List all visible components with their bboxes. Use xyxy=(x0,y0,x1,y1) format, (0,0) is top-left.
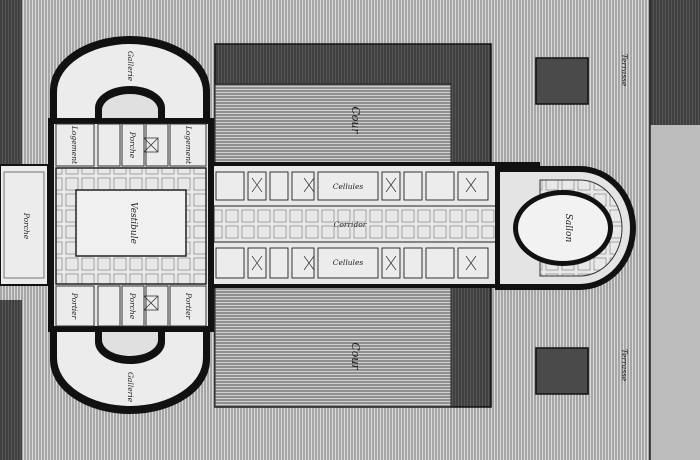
label-portier-right: Portier xyxy=(184,292,193,320)
main-block xyxy=(48,36,214,414)
label-gallerie-top: Gallerie xyxy=(126,51,135,82)
label-sallon: Sallon xyxy=(563,214,573,243)
label-corridor: Corridor xyxy=(334,220,367,229)
label-porche: Porche xyxy=(22,212,31,240)
courtyard-top xyxy=(214,43,492,167)
left-dark-strip xyxy=(0,0,22,165)
label-terrasse-top: Terrasse xyxy=(620,54,629,87)
left-dark-strip-bottom xyxy=(0,300,22,460)
label-gallerie-bottom: Gallerie xyxy=(126,372,135,403)
label-cour-top: Cour xyxy=(349,106,362,134)
label-terrasse-bottom: Terrasse xyxy=(620,349,629,382)
label-logement-right: Logement xyxy=(184,125,193,165)
salon-apse xyxy=(495,166,636,290)
label-logement-left: Logement xyxy=(70,125,79,165)
label-porche-bottom: Porche xyxy=(128,292,137,320)
label-cellules-top: Cellules xyxy=(333,182,364,191)
terrace-pavilion-bottom xyxy=(535,347,589,395)
label-cour-bottom: Cour xyxy=(349,342,362,370)
label-portier-left: Portier xyxy=(70,292,79,320)
cell-wing xyxy=(210,162,540,288)
label-porche-top: Porche xyxy=(128,131,137,159)
label-vestibule: Vestibule xyxy=(128,202,138,244)
label-cellules-bottom: Cellules xyxy=(333,258,364,267)
terrace-pavilion-top xyxy=(535,57,589,105)
courtyard-bottom xyxy=(214,284,492,408)
right-dark-strip xyxy=(650,0,700,125)
right-light-strip xyxy=(650,125,700,460)
